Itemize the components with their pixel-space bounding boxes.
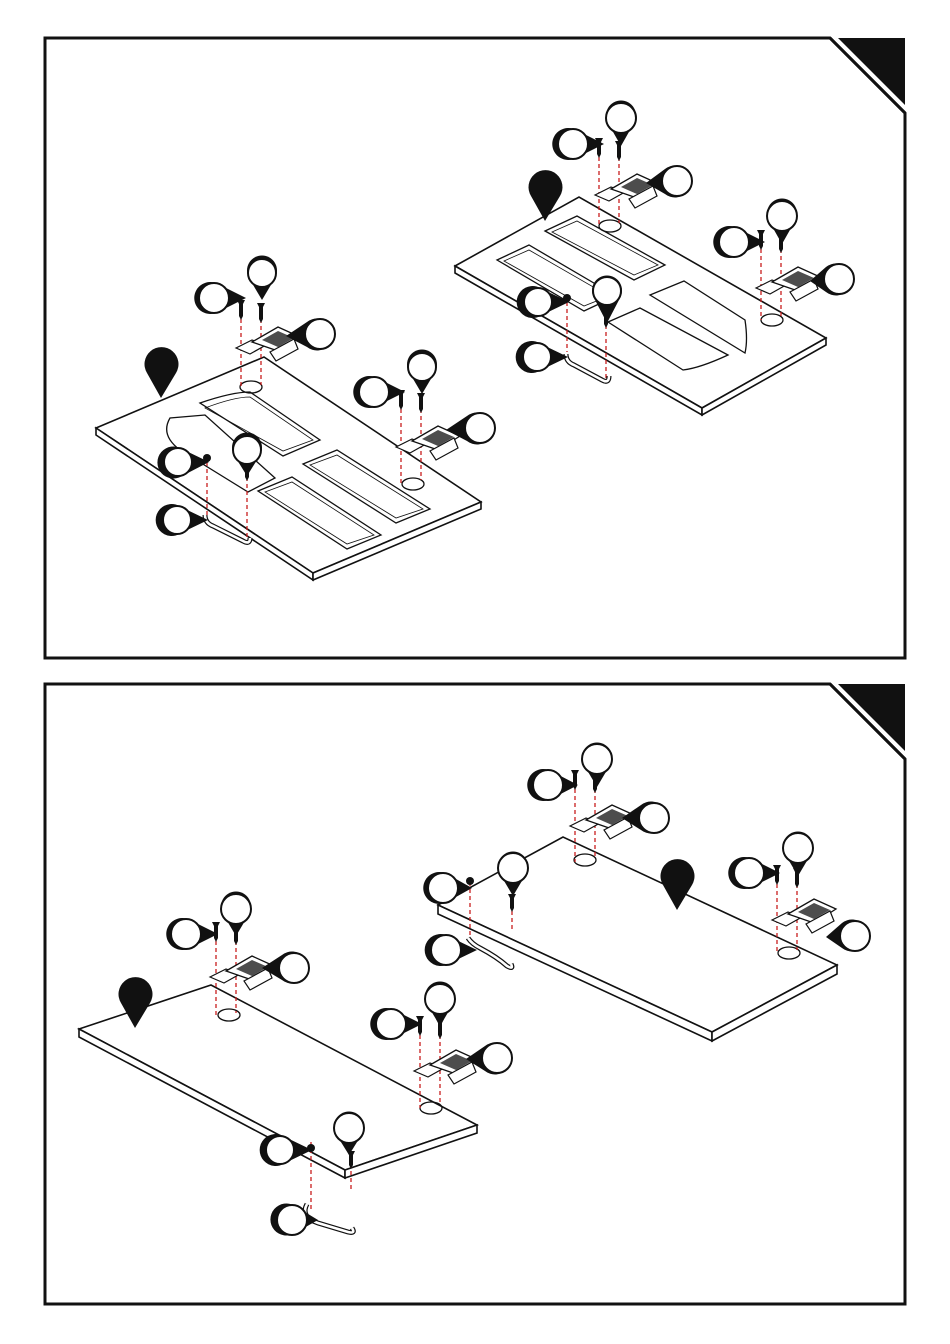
callout-bubble bbox=[425, 982, 455, 1026]
callout-bubble bbox=[713, 226, 765, 258]
callout-bubble bbox=[156, 504, 208, 536]
hinge-icon bbox=[570, 805, 634, 839]
callout-bubble bbox=[353, 376, 405, 408]
step-corner-tab bbox=[838, 684, 905, 751]
callout-bubble bbox=[221, 892, 251, 936]
screw-icon bbox=[466, 877, 474, 885]
callout-bubble bbox=[810, 264, 854, 296]
hinge-icon bbox=[772, 899, 836, 933]
door-right bbox=[455, 197, 826, 415]
step-panel-1 bbox=[0, 0, 950, 672]
callout-bubble bbox=[826, 920, 870, 952]
callout-bubble bbox=[606, 101, 636, 146]
step-panel-2 bbox=[0, 672, 950, 1344]
door-marker-pin bbox=[145, 347, 179, 398]
callout-bubble bbox=[370, 1008, 422, 1040]
screw-icon bbox=[417, 393, 425, 413]
callout-bubble bbox=[527, 769, 578, 801]
callout-bubble bbox=[407, 350, 437, 394]
hinge-icon bbox=[756, 267, 820, 301]
hinge-icon bbox=[210, 956, 274, 990]
callout-bubble bbox=[767, 199, 797, 244]
callout-bubble bbox=[194, 282, 246, 314]
callout-bubble bbox=[247, 256, 277, 300]
hinge-icon bbox=[595, 174, 659, 208]
callout-bubble bbox=[166, 918, 218, 950]
step-1-diagram bbox=[0, 0, 950, 672]
screw-icon bbox=[237, 300, 245, 320]
step-2-diagram bbox=[0, 672, 950, 1344]
hinge-icon bbox=[236, 327, 300, 361]
callout-bubble bbox=[783, 832, 813, 876]
callout-bubble bbox=[516, 341, 568, 373]
step-corner-tab bbox=[838, 38, 905, 105]
screw-icon bbox=[257, 303, 265, 323]
callout-bubble bbox=[582, 743, 612, 787]
callout-bubble bbox=[728, 857, 780, 889]
callout-bubble bbox=[552, 128, 604, 160]
hinge-icon bbox=[414, 1050, 478, 1084]
